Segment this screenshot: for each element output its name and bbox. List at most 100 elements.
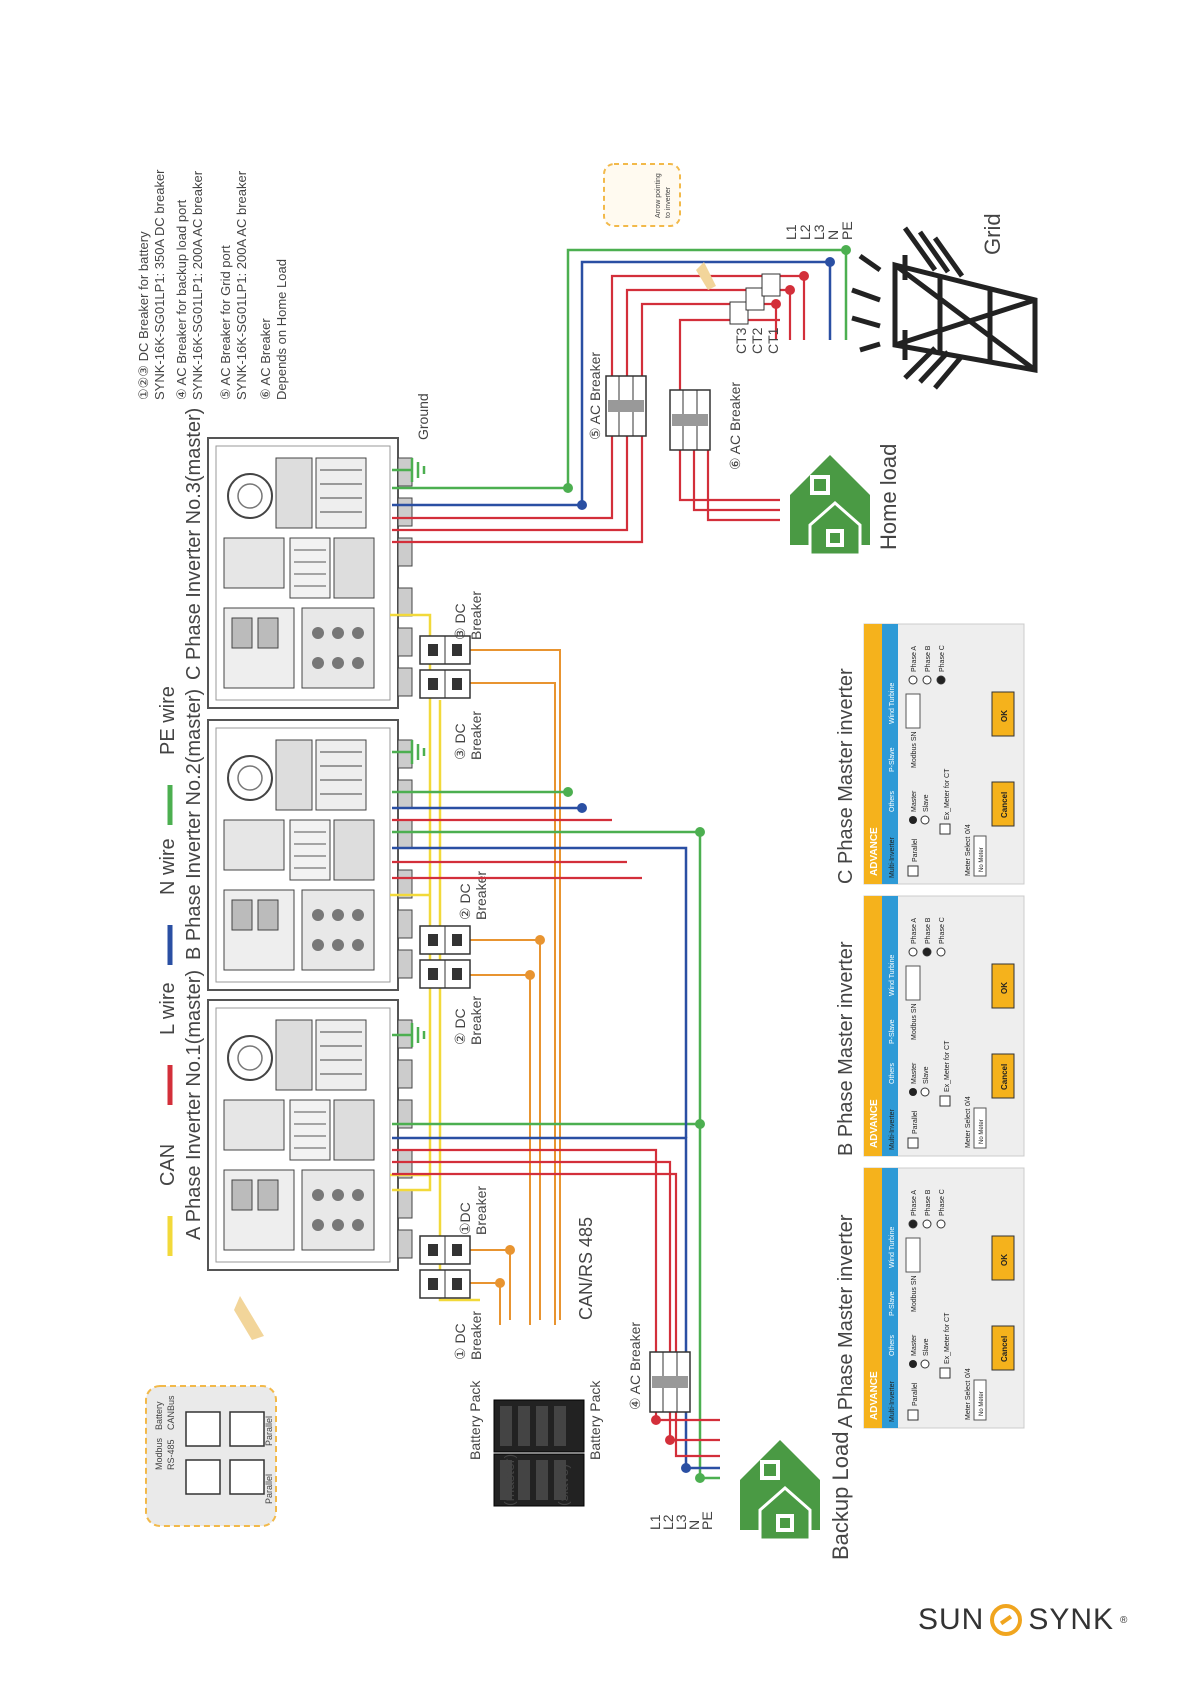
phase-a-label: Phase A	[911, 646, 918, 672]
cancel-button[interactable]	[991, 1053, 1015, 1099]
ex-meter-label: Ex_Meter for CT	[944, 1312, 951, 1364]
slave-radio[interactable]	[920, 1359, 930, 1369]
phase-b-label: Phase B	[925, 645, 932, 672]
master-radio[interactable]	[909, 1088, 917, 1096]
phase-c-radio[interactable]	[936, 947, 946, 957]
ok-button[interactable]	[991, 691, 1015, 737]
slave-radio[interactable]	[920, 1087, 930, 1097]
legend-pe-label: PE wire	[157, 686, 179, 755]
brand-left: SUN	[918, 1603, 985, 1636]
parallel-checkbox[interactable]	[907, 1137, 919, 1149]
meter-select-box[interactable]	[973, 1379, 987, 1421]
dc1b-line1: ① DC	[452, 1323, 468, 1360]
ct3-label: CT3	[733, 327, 749, 354]
backup-line-l1: L1	[647, 1514, 663, 1530]
ok-button-label: OK	[1000, 710, 1009, 722]
panel-tab-2[interactable]: P-Slave	[889, 747, 896, 772]
backup-load-label: Backup Load	[828, 1432, 853, 1560]
phase-c-radio[interactable]	[936, 1219, 946, 1229]
grid-line-l2: L2	[797, 224, 813, 240]
panel-header: ADVANCE	[869, 827, 880, 876]
ok-button-label: OK	[1000, 1254, 1009, 1266]
slave-label: Slave	[923, 1338, 930, 1356]
phase-a-radio[interactable]	[908, 675, 918, 685]
panel-tab-3[interactable]: Wind Turbine	[889, 683, 896, 724]
phase-b-radio[interactable]	[922, 1219, 932, 1229]
panel-tabs-bar	[882, 1168, 898, 1428]
cancel-button-label: Cancel	[1000, 1336, 1009, 1362]
master-label: Master	[911, 1062, 918, 1084]
port-parallel-1: Parallel	[264, 1474, 274, 1504]
master-radio[interactable]	[909, 816, 917, 824]
phase-b-label: Phase B	[925, 917, 932, 944]
ground-label: Ground	[415, 393, 431, 440]
ac-breaker-6	[669, 389, 711, 451]
note-3: ④ AC Breaker for backup load port	[174, 199, 189, 400]
dc-breaker-2b	[419, 959, 471, 989]
ex-meter-checkbox[interactable]	[939, 1095, 951, 1107]
inverter-b-box	[207, 719, 413, 991]
panel-tab-2[interactable]: P-Slave	[889, 1291, 896, 1316]
phase-a-radio[interactable]	[908, 947, 918, 957]
dc2b-line2: Breaker	[468, 996, 484, 1045]
ex-meter-checkbox[interactable]	[939, 1367, 951, 1379]
grid-line-n: N	[825, 230, 841, 240]
meter-select-box[interactable]	[973, 835, 987, 877]
panel-tab-1[interactable]: Others	[889, 790, 896, 812]
phase-b-radio[interactable]	[922, 675, 932, 685]
panel-tab-2[interactable]: P-Slave	[889, 1019, 896, 1044]
master-radio[interactable]	[909, 1360, 917, 1368]
cancel-button[interactable]	[991, 781, 1015, 827]
brand-mark-icon	[990, 1604, 1023, 1636]
grid-line-l3: L3	[811, 224, 827, 240]
panel-tab-3[interactable]: Wind Turbine	[889, 1227, 896, 1268]
can-rs485-label: CAN/RS 485	[576, 1217, 596, 1320]
dc2b-line1: ② DC	[452, 1008, 468, 1045]
parallel-checkbox[interactable]	[907, 865, 919, 877]
port-box	[145, 1385, 277, 1527]
ok-button[interactable]	[991, 963, 1015, 1009]
parallel-label: Parallel	[912, 838, 919, 862]
wire-junctions	[563, 245, 851, 1483]
backup-load-house-icon	[738, 1438, 822, 1542]
panel-tab-3[interactable]: Wind Turbine	[889, 955, 896, 996]
phase-c-radio[interactable]	[936, 675, 946, 685]
dc2a-line2: Breaker	[473, 871, 489, 920]
ct-note-box	[603, 163, 681, 227]
ct-note-line2: to inverter	[665, 186, 672, 218]
home-load-house-icon	[788, 453, 872, 557]
meter-select-box[interactable]	[973, 1107, 987, 1149]
slave-label: Slave	[923, 794, 930, 812]
panel-tab-0[interactable]: Multi-Inverter	[889, 1108, 896, 1150]
dc3b-line1: ③ DC	[452, 723, 468, 760]
parallel-checkbox[interactable]	[907, 1409, 919, 1421]
dc-junctions	[495, 935, 545, 1288]
panel-tabs-bar	[882, 896, 898, 1156]
n-wiring	[392, 260, 832, 1470]
panel-tab-0[interactable]: Multi-Inverter	[889, 836, 896, 878]
modbus-sn-input[interactable]	[905, 965, 921, 1001]
legend-n-label: N wire	[157, 838, 179, 895]
modbus-sn-input[interactable]	[905, 1237, 921, 1273]
panel-tab-1[interactable]: Others	[889, 1334, 896, 1356]
phase-a-label: Phase A	[911, 918, 918, 944]
ex-meter-checkbox[interactable]	[939, 823, 951, 835]
ex-meter-label: Ex_Meter for CT	[944, 768, 951, 820]
ground-symbols	[392, 458, 426, 1047]
port-rs485: RS-485	[166, 1439, 176, 1470]
cancel-button[interactable]	[991, 1325, 1015, 1371]
slave-radio[interactable]	[920, 815, 930, 825]
panel-tab-1[interactable]: Others	[889, 1062, 896, 1084]
ok-button[interactable]	[991, 1235, 1015, 1281]
settings-panel-c: ADVANCE Multi-Inverter Others P-Slave Wind T…	[835, 623, 1025, 885]
phase-b-radio[interactable]	[922, 947, 932, 957]
panel-tab-0[interactable]: Multi-Inverter	[889, 1380, 896, 1422]
modbus-sn-label: Modbus SN	[911, 1003, 918, 1040]
meter-select-label: Meter Select	[965, 1381, 972, 1420]
brand-right: SYNK	[1028, 1603, 1115, 1636]
note-4: SYNK-16K-SG01LP1: 200A AC breaker	[190, 170, 205, 400]
note-7: ⑥ AC Breaker	[258, 318, 273, 400]
phase-a-radio[interactable]	[908, 1219, 918, 1229]
modbus-sn-input[interactable]	[905, 693, 921, 729]
phase-c-label: Phase C	[939, 917, 946, 944]
